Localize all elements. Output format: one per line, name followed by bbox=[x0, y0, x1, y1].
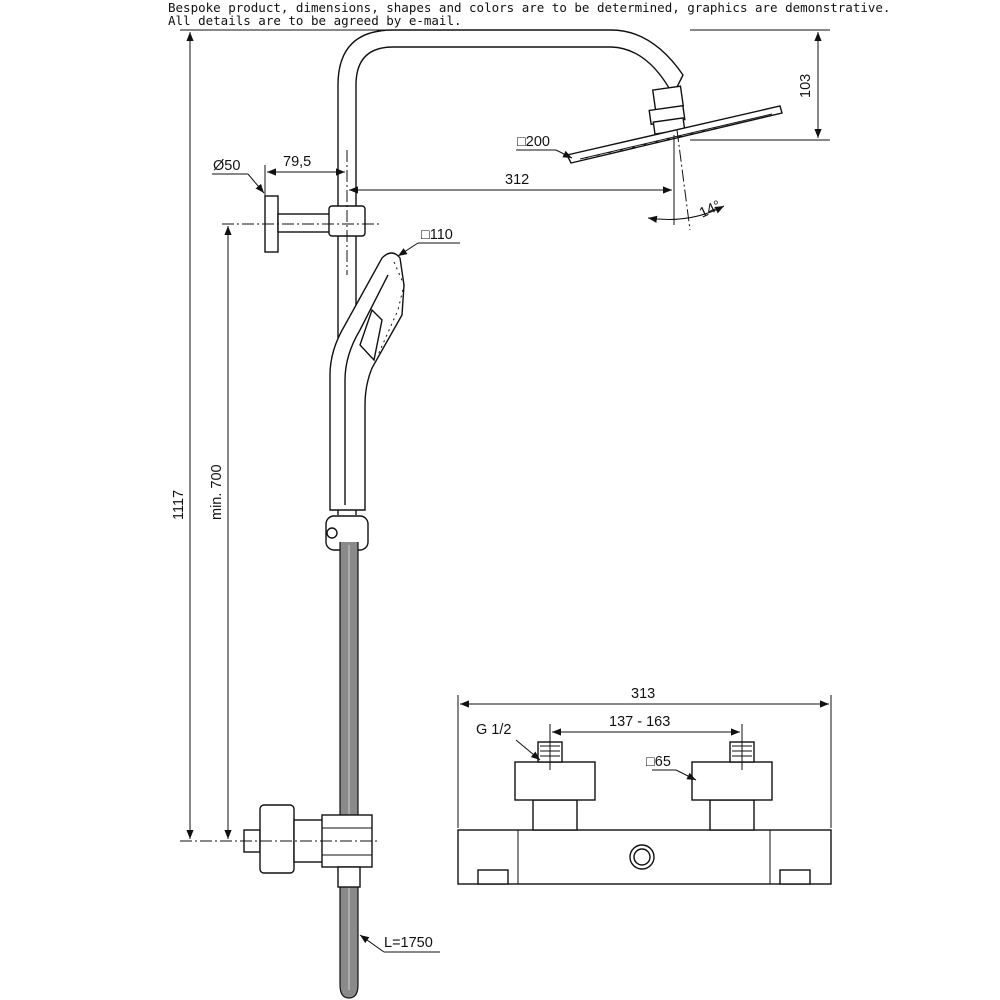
mixer-dimensions bbox=[457, 695, 832, 828]
wall-bracket-diameter-label: Ø50 bbox=[213, 158, 240, 174]
overhead-shower-head bbox=[565, 105, 783, 164]
dimension-lines bbox=[180, 29, 830, 953]
shower-hose bbox=[339, 542, 359, 999]
riser-pipe bbox=[337, 29, 684, 515]
head-drop-label: 103 bbox=[798, 74, 814, 98]
arm-reach-label: 312 bbox=[505, 172, 529, 188]
disclaimer-line-2: All details are to be agreed by e-mail. bbox=[168, 13, 462, 28]
inlet-spacing-label: 137 - 163 bbox=[609, 714, 670, 730]
hand-shower-size-label: □110 bbox=[421, 227, 453, 243]
bracket-offset-label: 79,5 bbox=[283, 154, 311, 170]
hand-shower bbox=[329, 252, 405, 511]
overhead-shower-size-label: □200 bbox=[517, 134, 550, 150]
thread-label: G 1/2 bbox=[476, 722, 511, 738]
tilt-angle-label: 14° bbox=[697, 198, 724, 222]
mixer-width-label: 313 bbox=[631, 686, 655, 702]
shower-column bbox=[180, 29, 783, 999]
overhead-connector bbox=[648, 85, 686, 135]
mixer-side-view bbox=[243, 804, 373, 888]
disclaimer-line-1: Bespoke product, dimensions, shapes and … bbox=[168, 0, 891, 15]
mixer-front-view bbox=[457, 741, 832, 885]
hose-length-label: L=1750 bbox=[384, 935, 433, 951]
min-height-label: min. 700 bbox=[209, 464, 225, 520]
connector-size-label: □65 bbox=[646, 754, 671, 770]
overall-height-label: 1117 bbox=[171, 490, 187, 520]
